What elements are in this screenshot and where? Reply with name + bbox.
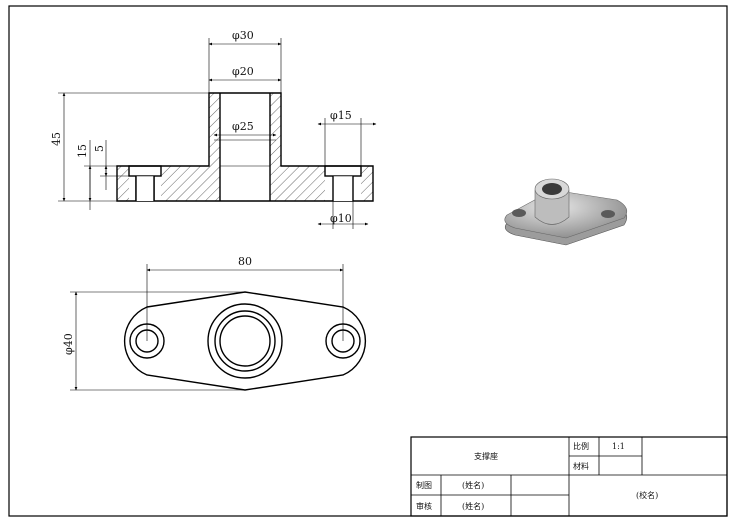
top-view: 80 φ40 xyxy=(62,255,367,391)
drawn-label: 制图 xyxy=(416,480,432,490)
drawn-name: (姓名) xyxy=(462,480,484,490)
dim-len80: 80 xyxy=(238,255,252,268)
dim-d25: φ25 xyxy=(232,120,254,133)
dim-h15: 15 xyxy=(76,144,89,158)
title-block: 支撑座 比例 1:1 材料 制图 (姓名) 审核 (姓名) (校名) xyxy=(410,436,728,517)
dim-d10: φ10 xyxy=(330,212,352,225)
dim-h5: 5 xyxy=(93,145,106,152)
dim-d15: φ15 xyxy=(330,109,352,122)
dim-d40: φ40 xyxy=(62,333,75,355)
front-section-view: φ30 φ20 φ25 φ15 φ10 45 15 5 xyxy=(50,29,377,229)
section-hatching xyxy=(117,93,373,201)
checked-label: 审核 xyxy=(416,501,432,511)
material-label: 材料 xyxy=(573,461,589,471)
scale-value: 1:1 xyxy=(612,442,625,451)
part-name: 支撑座 xyxy=(474,451,498,461)
school-name: (校名) xyxy=(636,490,658,500)
scale-label: 比例 xyxy=(573,441,589,451)
sheet-border xyxy=(8,5,728,517)
isometric-view xyxy=(504,178,628,246)
dim-d30: φ30 xyxy=(232,29,254,42)
dim-d20: φ20 xyxy=(232,65,254,78)
dim-h45: 45 xyxy=(50,132,63,146)
checked-name: (姓名) xyxy=(462,501,484,511)
